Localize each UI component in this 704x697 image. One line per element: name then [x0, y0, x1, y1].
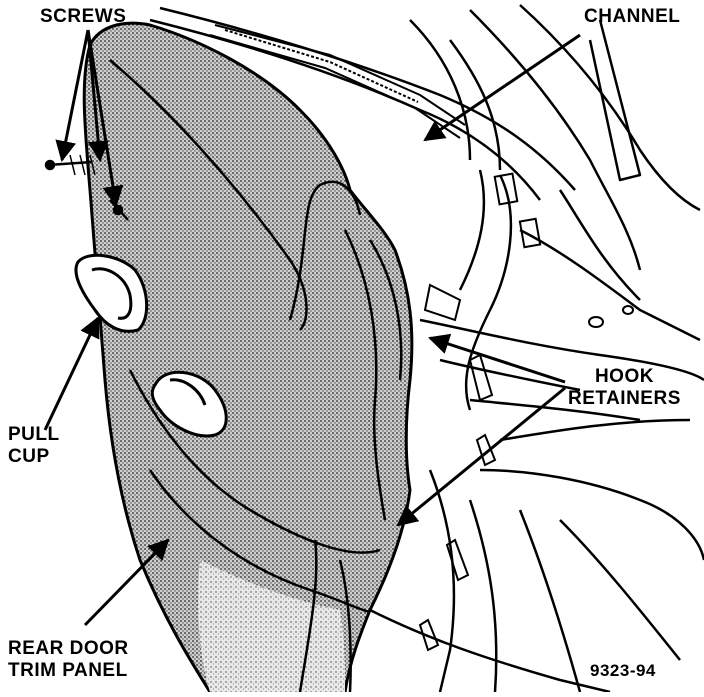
- label-screws: SCREWS: [40, 6, 126, 28]
- label-screws-text: SCREWS: [40, 6, 127, 27]
- label-hook-retainers: HOOK RETAINERS: [568, 366, 681, 410]
- leader-pull-cup: [43, 316, 100, 431]
- label-hook-line1: HOOK: [594, 366, 654, 387]
- label-channel-text: CHANNEL: [584, 6, 681, 27]
- figure-number: 9323-94: [590, 660, 656, 682]
- label-trim-line1: REAR DOOR: [8, 638, 129, 659]
- label-hook-line2: RETAINERS: [568, 388, 681, 409]
- leader-screws-1: [55, 29, 90, 163]
- leader-screws-3: [86, 29, 109, 163]
- label-trim-line2: TRIM PANEL: [8, 660, 128, 681]
- door-frame: [149, 4, 704, 694]
- leader-screws-2: [86, 29, 124, 208]
- pull-cup-upper: [74, 253, 149, 333]
- panel-contours: [109, 59, 403, 693]
- pull-cup-lower: [150, 370, 228, 438]
- trim-panel-lower: [198, 560, 345, 692]
- leader-lines: [43, 29, 581, 627]
- leader-hook-1: [428, 333, 566, 384]
- label-trim-panel: REAR DOOR TRIM PANEL: [8, 638, 129, 682]
- figure-number-text: 9323-94: [590, 661, 656, 680]
- label-pull-line1: PULL: [8, 424, 60, 445]
- leader-trim-panel: [83, 538, 170, 627]
- label-pull-line2: CUP: [8, 446, 50, 467]
- frame-details: [418, 172, 634, 652]
- leader-hook-2: [396, 386, 566, 527]
- label-channel: CHANNEL: [584, 6, 680, 28]
- leader-channel: [423, 33, 581, 142]
- label-pull-cup: PULL CUP: [8, 424, 60, 468]
